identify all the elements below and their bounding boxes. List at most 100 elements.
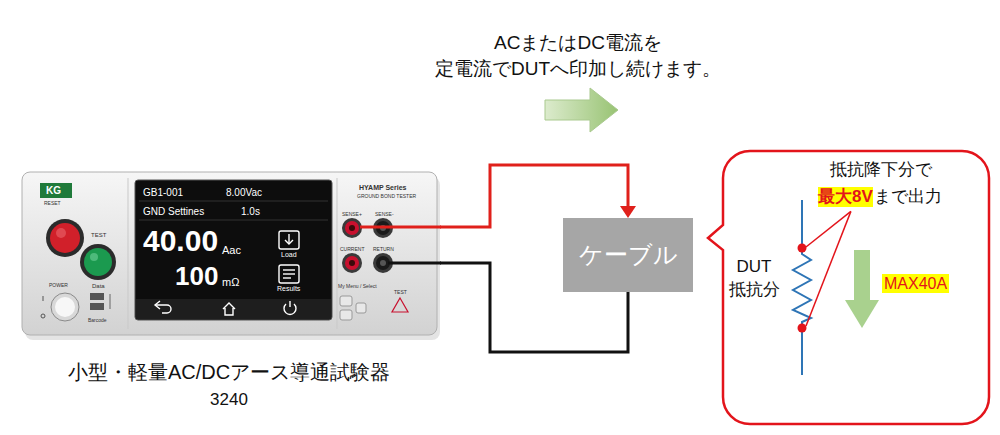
tester-body (128, 178, 129, 329)
reset-button (46, 219, 84, 257)
screen-unit: Aac (222, 244, 241, 257)
screen-reading: 100 (175, 262, 218, 292)
display-screen (135, 180, 332, 320)
test-button (80, 244, 116, 280)
node-text: まで出力 (874, 187, 942, 207)
terminal-jacks (380, 260, 386, 266)
terminal-jacks (345, 221, 359, 235)
brand-logo-text: KG (46, 185, 61, 197)
terminal-label: RETURN (373, 247, 394, 253)
tester-unit: 小型・軽量AC/DCアース導通試験器 3240 (18, 172, 440, 412)
screen-icons (283, 273, 295, 274)
wire-stubs (360, 226, 441, 229)
display-screen (139, 220, 328, 221)
usb-ports (90, 293, 104, 300)
test-button (90, 253, 98, 261)
button-label: My Menu / Select (338, 284, 377, 290)
screen-icons (285, 240, 293, 244)
screen-icon-label: Results (277, 285, 300, 293)
screen-text: 1.0s (241, 206, 260, 218)
menu-buttons (340, 296, 408, 320)
tester-body (22, 172, 440, 340)
screen-text: 8.00Vac (226, 187, 262, 199)
node-text: 小型・軽量AC/DCアース導通試験器 (18, 360, 440, 384)
power-switch (41, 293, 79, 321)
callout-border (708, 151, 989, 424)
power-switch (41, 314, 45, 318)
screen-text: GB1-001 (143, 187, 183, 199)
menu-buttons (392, 298, 408, 312)
callout-bubble: 抵抗降下分で最大8Vまで出力 DUT 抵抗分 MAX40A (722, 150, 990, 425)
current-arrow (854, 250, 870, 300)
power-switch (43, 296, 44, 301)
series-name: HYAMP Series (359, 184, 406, 192)
menu-buttons (340, 310, 352, 320)
terminal-jacks (349, 225, 355, 231)
terminal-jacks (342, 218, 362, 238)
cable-box: ケーブル (563, 218, 693, 292)
leader-line (806, 211, 851, 326)
node-text: 3240 (18, 390, 440, 410)
test-button (80, 244, 116, 280)
description-text: ACまたはDC電流を 定電流でDUTへ印加し続けます。 (398, 30, 758, 81)
screen-icons (288, 234, 289, 243)
switch-label: POWER (49, 283, 68, 289)
brand-logo (40, 183, 72, 198)
screen-reading: 40.00 (143, 224, 218, 259)
button-label: TEST (394, 290, 407, 296)
resistor-symbol (793, 248, 811, 328)
screen-icons (279, 265, 299, 283)
terminal-label: SENSE- (375, 212, 394, 218)
display-screen (135, 180, 332, 320)
button-label: RESET (44, 201, 61, 207)
reset-button (46, 219, 84, 257)
node-text: DUT 抵抗分 (724, 256, 784, 302)
usb-ports (90, 293, 110, 310)
reset-button (50, 223, 80, 253)
port-label: Data (92, 283, 105, 290)
brand-logo (40, 183, 72, 198)
screen-icons (289, 301, 290, 307)
usb-ports (90, 303, 104, 310)
node-text: 抵抗降下分で (830, 160, 932, 180)
reset-button (56, 228, 66, 238)
usb-ports (110, 294, 111, 309)
power-switch (55, 297, 75, 317)
terminal-jacks (342, 253, 362, 273)
tester-body (22, 172, 437, 335)
screen-icons (283, 269, 295, 270)
screen-text: GND Settines (143, 206, 204, 218)
node-text: ケーブル (579, 241, 678, 270)
model-type: GROUND BOND TESTER (357, 194, 416, 200)
screen-icons (279, 231, 299, 249)
test-button (84, 248, 112, 276)
current-direction-arrow (545, 88, 618, 132)
terminal-jacks (345, 256, 359, 270)
terminal-jacks (376, 256, 390, 270)
node-text: MAX40A (882, 274, 949, 293)
node-text: 最大8V (818, 187, 873, 207)
display-screen (136, 299, 331, 319)
measure-point (798, 244, 807, 253)
wire-stubs (388, 262, 441, 265)
screen-icons (283, 277, 291, 278)
tester-body (337, 178, 338, 329)
measure-point (798, 324, 807, 333)
display-screen (139, 201, 328, 202)
resistor-gap (792, 249, 812, 327)
screen-icons (155, 305, 171, 313)
current-direction-arrow (545, 88, 618, 132)
screen-unit: mΩ (222, 276, 239, 289)
power-switch (51, 293, 79, 321)
terminal-jacks (349, 260, 355, 266)
terminal-label: CURRENT (340, 247, 364, 253)
screen-icons (223, 303, 235, 315)
menu-buttons (340, 296, 352, 306)
button-label: TEST (91, 232, 106, 239)
port-label: Barcode (88, 318, 107, 324)
arrow-head (620, 206, 636, 218)
terminal-label: SENSE+ (342, 212, 362, 218)
wire-stubs (360, 227, 441, 263)
